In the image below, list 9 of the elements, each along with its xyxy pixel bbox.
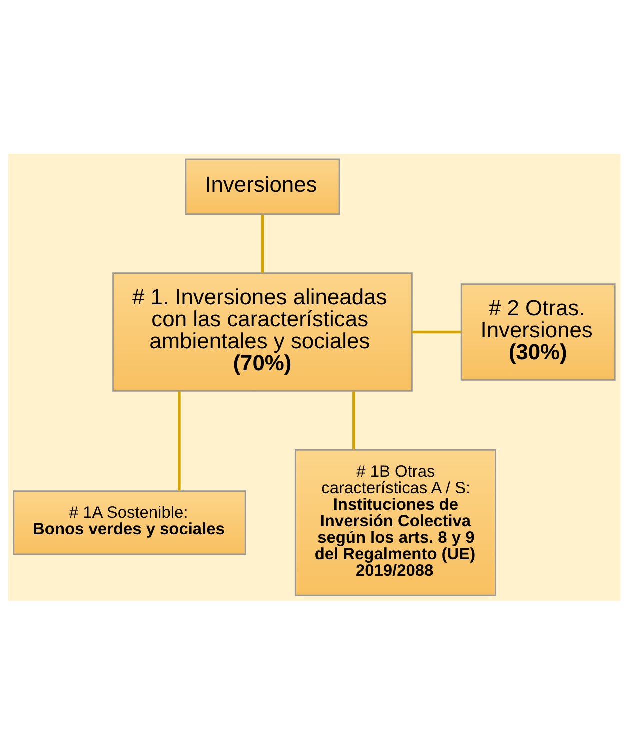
node-box: # 2 Otras. Inversiones (30%) xyxy=(460,283,616,380)
connector xyxy=(412,330,462,334)
connector xyxy=(261,214,264,273)
connector xyxy=(178,391,181,490)
node-box: # 1A Sostenible: Bonos verdes y sociales xyxy=(13,490,246,555)
node-box: Inversiones xyxy=(185,158,340,215)
connector xyxy=(352,391,356,450)
node-box: # 1. Inversiones alineadas con las características ambientales y sociales (70%) xyxy=(112,272,413,392)
node-box: # 1B Otras características A / S: Instituciones de Inversión Colectiva según los arts. 8 y 9 del Regalmento (UE) 2019/2088 xyxy=(294,448,497,596)
